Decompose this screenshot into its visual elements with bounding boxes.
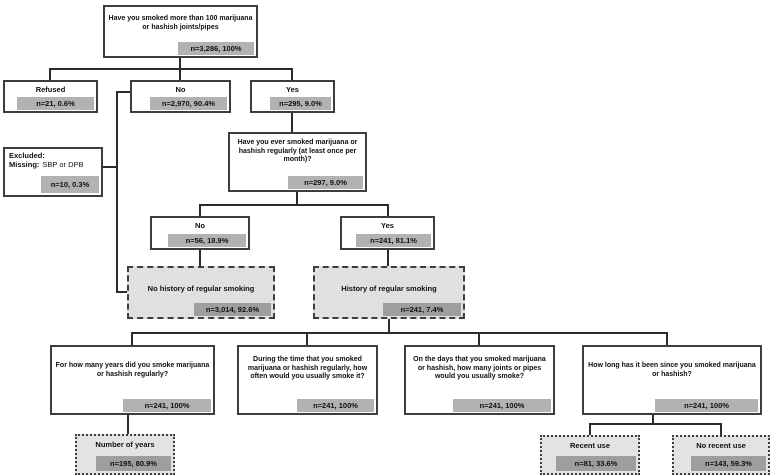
node-title: Number of years (95, 440, 155, 449)
node-yes-regular: Yes n=241, 81.1% (340, 216, 435, 250)
count-badge: n=295, 9.0% (270, 97, 331, 110)
node-title: No (195, 221, 205, 230)
node-no-recent-use: No recent use n=143, 59.3% (672, 435, 770, 475)
count-badge: n=241, 7.4% (383, 303, 461, 316)
count-badge: n=241, 100% (655, 399, 758, 412)
connector-line (589, 423, 591, 435)
connector-line (666, 332, 668, 345)
connector-line (49, 68, 51, 80)
node-smoking-frequency-question: During the time that you smoked marijuan… (237, 345, 378, 415)
node-regular-smoking-question: Have you ever smoked marijuana or hashis… (228, 132, 367, 192)
node-smoked-100-question: Have you smoked more than 100 marijuana … (103, 5, 258, 58)
node-years-smoked-question: For how many years did you smoke marijua… (50, 345, 215, 415)
connector-line (199, 204, 389, 206)
node-joints-per-day-question: On the days that you smoked marijuana or… (404, 345, 555, 415)
node-title: Have you ever smoked marijuana or hashis… (237, 139, 358, 163)
node-title: Yes (381, 221, 394, 230)
connector-line (291, 113, 293, 132)
connector-line (199, 250, 201, 266)
node-recent-use: Recent use n=81, 33.6% (540, 435, 640, 475)
node-title: No recent use (696, 441, 746, 450)
node-title: During the time that you smoked marijuan… (247, 356, 368, 380)
node-title: Excluded: Missing:SBP or DPB (5, 149, 101, 169)
connector-line (131, 332, 668, 334)
node-title: Yes (286, 85, 299, 94)
node-title: For how many years did you smoke marijua… (55, 362, 210, 378)
node-title: How long has it been since you smoked ma… (588, 362, 756, 378)
count-badge: n=195, 80.9% (96, 456, 171, 471)
node-title: No (175, 85, 186, 94)
connector-line (116, 91, 118, 293)
count-badge: n=2,970, 90.4% (150, 97, 227, 110)
connector-line (179, 57, 181, 69)
connector-line (199, 204, 201, 216)
count-badge: n=241, 100% (123, 399, 211, 412)
count-badge: n=297, 9.0% (288, 176, 363, 189)
node-no-regular: No n=56, 18.9% (150, 216, 250, 250)
excluded-missing-value: SBP or DPB (42, 159, 84, 169)
connector-line (131, 332, 133, 345)
node-no-smoked-100: No n=2,970, 90.4% (130, 80, 231, 113)
node-title: Have you smoked more than 100 marijuana … (108, 15, 253, 31)
node-history-regular-smoking: History of regular smoking n=241, 7.4% (313, 266, 465, 319)
count-badge: n=10, 0.3% (41, 176, 99, 193)
connector-line (179, 68, 181, 80)
node-no-history-regular-smoking: No history of regular smoking n=3,014, 9… (127, 266, 275, 319)
connector-line (387, 250, 389, 266)
count-badge: n=241, 100% (297, 399, 374, 412)
node-title: No history of regular smoking (147, 284, 255, 293)
count-badge: n=81, 33.6% (556, 456, 636, 471)
connector-line (49, 68, 293, 70)
excluded-line2: Missing:SBP or DPB (9, 159, 97, 170)
node-refused: Refused n=21, 0.6% (3, 80, 98, 113)
count-badge: n=3,286, 100% (178, 42, 254, 55)
count-badge: n=143, 59.3% (691, 456, 766, 471)
connector-line (720, 423, 722, 435)
node-time-since-smoked-question: How long has it been since you smoked ma… (582, 345, 762, 415)
node-title: On the days that you smoked marijuana or… (413, 356, 546, 380)
connector-line (652, 415, 654, 425)
connector-line (291, 68, 293, 80)
count-badge: n=241, 100% (453, 399, 551, 412)
connector-line (116, 91, 132, 93)
excluded-missing-label: Missing: (9, 159, 40, 169)
connector-line (478, 332, 480, 345)
node-excluded: Excluded: Missing:SBP or DPB n=10, 0.3% (3, 147, 103, 197)
node-title: Recent use (569, 441, 611, 450)
node-title: Refused (35, 85, 66, 94)
count-badge: n=21, 0.6% (17, 97, 94, 110)
connector-line (589, 423, 722, 425)
node-number-of-years: Number of years n=195, 80.9% (75, 434, 175, 475)
node-title: History of regular smoking (341, 284, 437, 293)
count-badge: n=241, 81.1% (356, 234, 431, 247)
connector-line (296, 192, 298, 205)
node-yes-smoked-100: Yes n=295, 9.0% (250, 80, 335, 113)
connector-line (387, 204, 389, 216)
connector-line (116, 291, 129, 293)
connector-line (127, 415, 129, 434)
connector-line (101, 166, 118, 168)
connector-line (306, 332, 308, 345)
connector-line (388, 319, 390, 333)
count-badge: n=3,014, 92.6% (194, 303, 271, 316)
count-badge: n=56, 18.9% (168, 234, 246, 247)
excluded-line1: Excluded: (9, 151, 45, 160)
